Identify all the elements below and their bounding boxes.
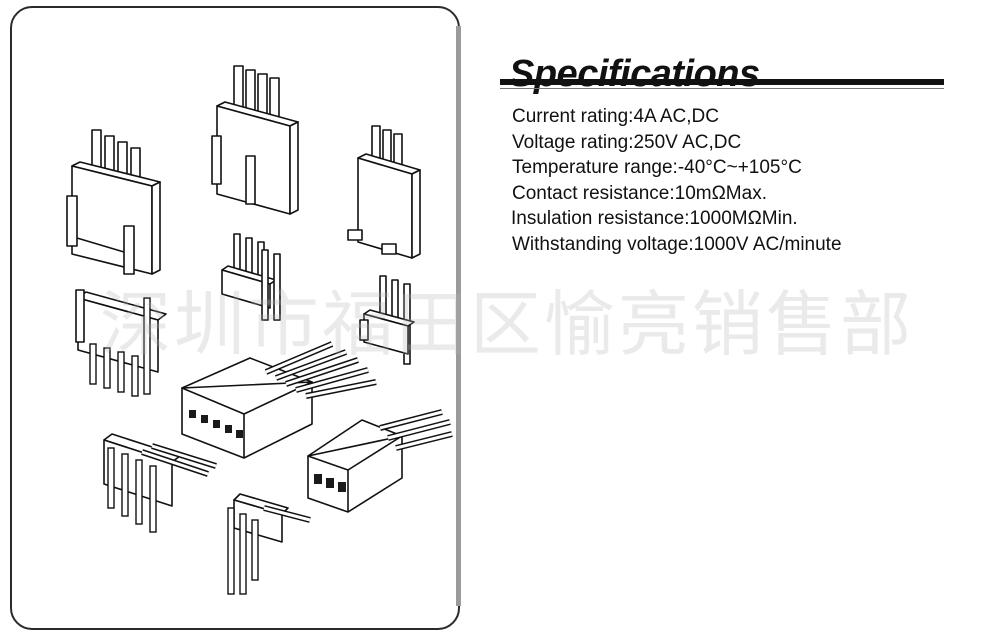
housing-3pin	[347, 125, 421, 259]
heading-rule-thick	[500, 79, 944, 85]
header-small-vertical	[221, 233, 281, 321]
specifications-heading: Specifications	[509, 53, 760, 96]
spec-temperature-range: Temperature range:-40°C~+105°C	[512, 157, 802, 178]
panel-shadow	[456, 26, 461, 606]
housing-4pin-tall	[66, 129, 161, 275]
spec-voltage-rating: Voltage rating:250V AC,DC	[512, 131, 742, 153]
header-5pin-right-angle	[103, 433, 217, 533]
specifications-list: Current rating:4A AC,DC Voltage rating:2…	[511, 104, 842, 257]
crimp-housing-5way	[181, 341, 377, 459]
crimp-housing-3way	[307, 409, 453, 513]
spec-insulation-resistance: Insulation resistance:1000MΩMin.	[511, 208, 798, 229]
spec-contact-resistance: Contact resistance:10mΩMax.	[512, 182, 767, 204]
spec-withstanding-voltage: Withstanding voltage:1000V AC/minute	[512, 233, 842, 255]
connector-illustration-panel	[10, 6, 460, 630]
header-3pin-small	[359, 275, 415, 365]
connector-illustrations	[66, 65, 453, 595]
spec-current-rating: Current rating:4A AC,DC	[512, 106, 719, 127]
header-3pin-right-angle	[227, 493, 311, 595]
heading-rule-thin	[500, 88, 944, 89]
header-5pin-vertical	[75, 289, 167, 397]
housing-4pin	[211, 65, 299, 215]
